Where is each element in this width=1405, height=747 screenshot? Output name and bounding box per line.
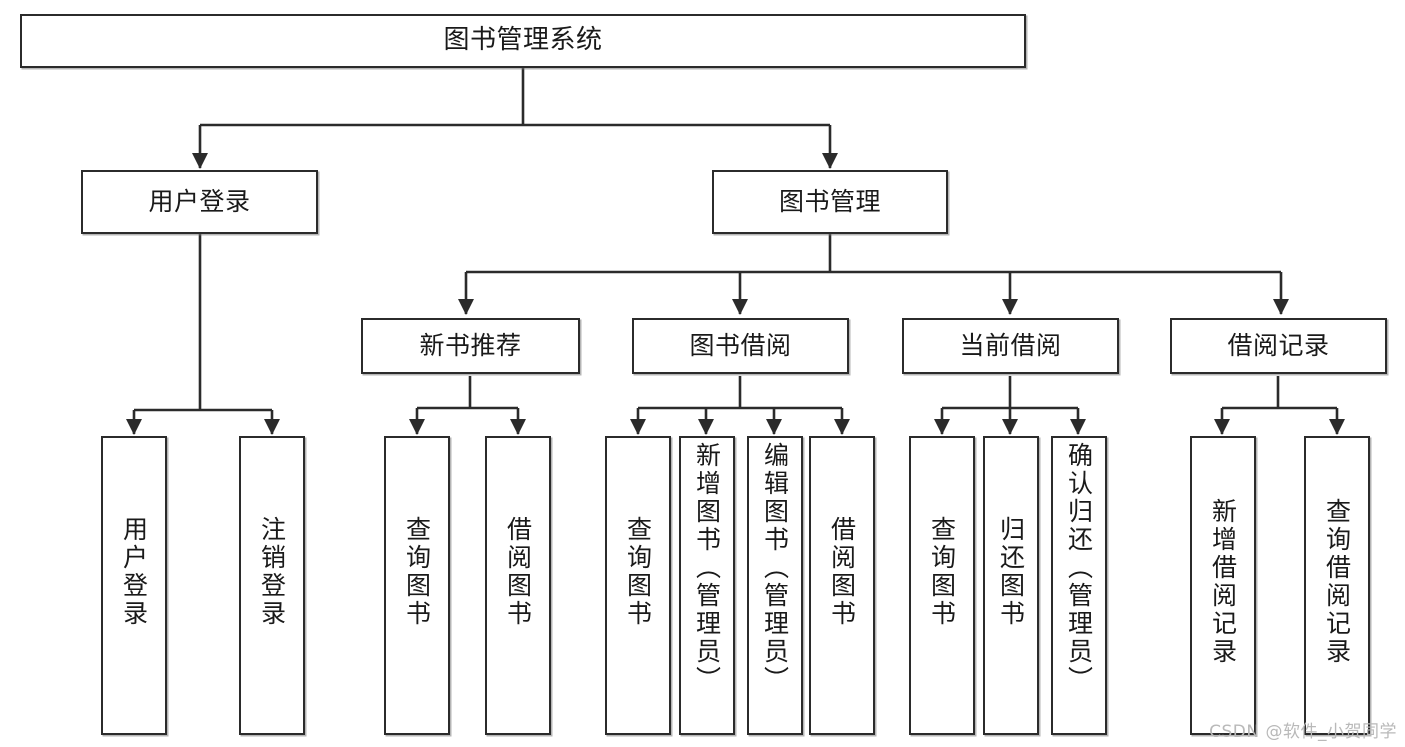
leaf-borrow-book-recommendation[interactable]: 借阅图书 <box>485 436 551 735</box>
node-borrow-records[interactable]: 借阅记录 <box>1170 318 1387 374</box>
leaf-borrow-book[interactable]: 借阅图书 <box>809 436 875 735</box>
node-label: 借阅记录 <box>1227 330 1330 360</box>
leaf-user-login[interactable]: 用户登录 <box>101 436 167 735</box>
leaf-query-borrow-record[interactable]: 查询借阅记录 <box>1304 436 1370 735</box>
node-user-login[interactable]: 用户登录 <box>81 170 318 234</box>
leaf-edit-book-admin[interactable]: 编辑图书（管理员） <box>747 436 803 735</box>
csdn-watermark: CSDN @软件_小贺同学 <box>1209 722 1397 742</box>
node-label: 借阅图书 <box>827 516 857 628</box>
node-label: 归还图书 <box>996 516 1026 628</box>
node-new-book-recommendation[interactable]: 新书推荐 <box>361 318 580 374</box>
node-book-borrowing[interactable]: 图书借阅 <box>632 318 849 374</box>
node-book-management[interactable]: 图书管理 <box>712 170 948 234</box>
node-label: 查询图书 <box>623 516 653 628</box>
node-label: 注销登录 <box>257 516 287 628</box>
node-label: 查询图书 <box>927 516 957 628</box>
leaf-query-book-current[interactable]: 查询图书 <box>909 436 975 735</box>
node-current-borrowing[interactable]: 当前借阅 <box>902 318 1119 374</box>
node-label: 查询图书 <box>402 516 432 628</box>
node-label: 图书管理系统 <box>443 25 603 56</box>
node-label: 图书借阅 <box>689 330 792 360</box>
node-label: 借阅图书 <box>503 516 533 628</box>
node-label: 新书推荐 <box>419 330 522 360</box>
node-label: 用户登录 <box>119 516 149 628</box>
node-label: 图书管理 <box>778 186 881 216</box>
node-label: 查询借阅记录 <box>1322 498 1352 666</box>
node-label: 新增借阅记录 <box>1208 498 1238 666</box>
leaf-query-book-borrowing[interactable]: 查询图书 <box>605 436 671 735</box>
node-label: 确认归还（管理员） <box>1064 442 1094 694</box>
leaf-return-book[interactable]: 归还图书 <box>983 436 1039 735</box>
leaf-add-book-admin[interactable]: 新增图书（管理员） <box>679 436 735 735</box>
node-label: 编辑图书（管理员） <box>760 442 790 694</box>
leaf-confirm-return-admin[interactable]: 确认归还（管理员） <box>1051 436 1107 735</box>
node-label: 用户登录 <box>148 186 251 216</box>
leaf-logout[interactable]: 注销登录 <box>239 436 305 735</box>
node-label: 当前借阅 <box>959 330 1062 360</box>
node-label: 新增图书（管理员） <box>692 442 722 694</box>
leaf-add-borrow-record[interactable]: 新增借阅记录 <box>1190 436 1256 735</box>
node-root-book-management-system[interactable]: 图书管理系统 <box>20 14 1026 68</box>
leaf-query-book-recommendation[interactable]: 查询图书 <box>384 436 450 735</box>
